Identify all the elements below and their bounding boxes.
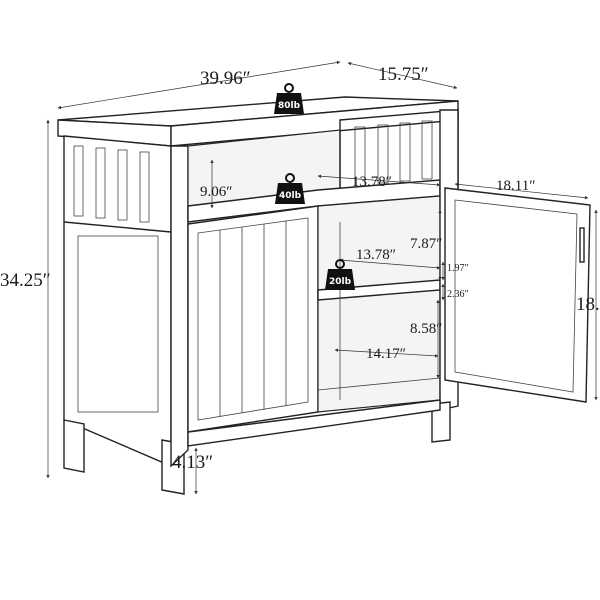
top-shelf-depth-label: 13.78″ [352, 174, 392, 190]
left-door-panel [197, 217, 309, 421]
cabinet-left-side [63, 135, 172, 468]
leg-front-right [431, 401, 451, 443]
weight-icon: 20lb [325, 259, 355, 290]
bottom-depth-label: 14.17″ [366, 346, 406, 362]
small-gap-label-2: 2.36″ [447, 289, 469, 300]
weight-label-top: 80lb [278, 101, 301, 111]
right-door-handle [579, 227, 585, 263]
dimension-lines [46, 60, 598, 495]
left-door-grooves [219, 221, 287, 417]
mid-shelf-depth-label: 13.78″ [356, 247, 396, 263]
width-label: 39.96″ [200, 68, 251, 89]
left-side-lower-panel [77, 235, 159, 413]
left-door [187, 205, 319, 433]
left-side-rail [63, 221, 172, 233]
dimension-labels: 39.96″ 15.75″ 34.25″ 9.06″ 13.78″ 18.11″… [0, 64, 600, 473]
bottom-rail [187, 399, 441, 447]
cabinet [57, 96, 591, 495]
small-gap-label-1: 1.97″ [447, 263, 469, 274]
height-label: 34.25″ [0, 270, 51, 291]
depth-label: 15.75″ [378, 64, 429, 85]
door-width-label: 18.11″ [496, 178, 535, 194]
weight-label-shelf: 40lb [279, 191, 302, 201]
front-post-left [170, 145, 189, 468]
left-side-slats [73, 145, 150, 223]
right-door-panel [454, 199, 578, 393]
weight-icon: 40lb [275, 173, 305, 204]
weight-label-inner-shelf: 20lb [329, 277, 352, 287]
door-height-label: 18.7 [576, 294, 600, 315]
lower-compartment-label: 8.58″ [410, 321, 443, 337]
leg-height-label: 4.13″ [172, 452, 213, 473]
upper-compartment-label: 7.87″ [410, 236, 443, 252]
leg-back-left [63, 419, 85, 473]
open-shelf-height-label: 9.06″ [200, 184, 233, 200]
weight-icon: 80lb [274, 83, 304, 114]
